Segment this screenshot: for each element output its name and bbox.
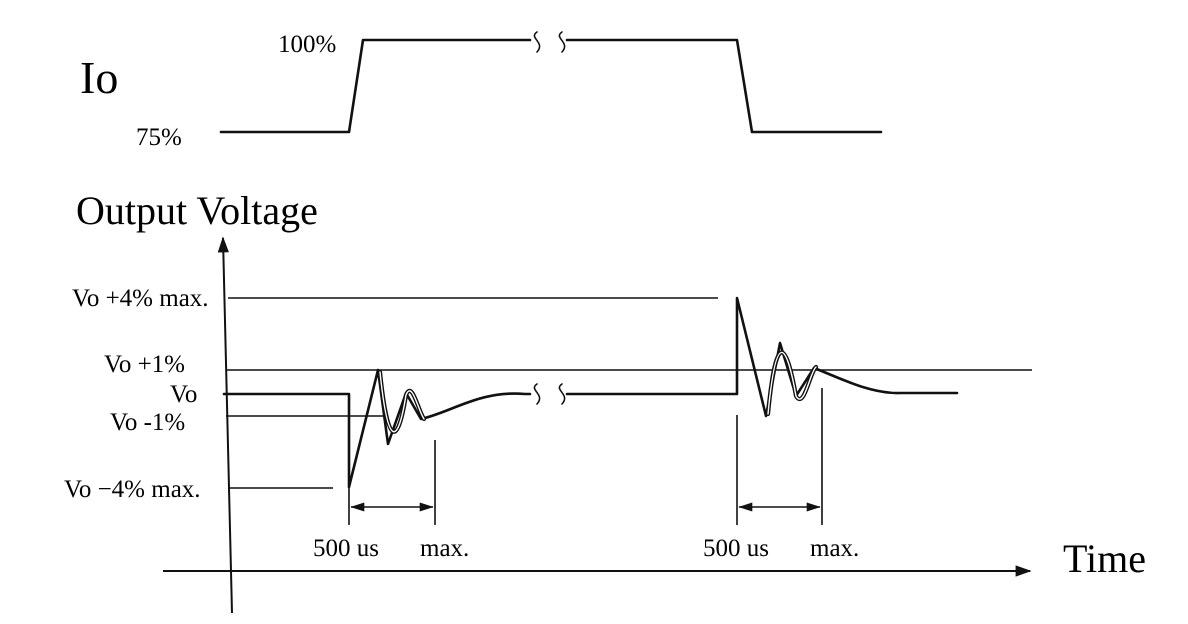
- level-label-plus1: Vo +1%: [104, 351, 185, 378]
- current-waveform-left: [219, 38, 532, 134]
- current-level-low: 75%: [136, 124, 182, 151]
- current-waveform-right: [565, 38, 883, 134]
- current-level-high: 100%: [278, 31, 336, 58]
- voltage-break-symbol: [533, 383, 566, 405]
- voltage-axis: [217, 236, 233, 614]
- settling-right-value: 500 us: [703, 535, 769, 562]
- settling-left-suffix: max.: [420, 535, 469, 562]
- current-break-symbol: [533, 31, 566, 53]
- voltage-axis-title: Output Voltage: [76, 188, 318, 233]
- level-label-nominal: Vo: [170, 381, 197, 408]
- voltage-waveform-left: [222, 368, 532, 489]
- settling-left-value: 500 us: [313, 535, 379, 562]
- level-label-minus4: Vo −4% max.: [64, 476, 201, 503]
- settling-right-suffix: max.: [810, 535, 859, 562]
- current-symbol: Io: [80, 52, 118, 103]
- level-label-plus4: Vo +4% max.: [72, 285, 209, 312]
- level-label-minus1: Vo -1%: [110, 409, 185, 436]
- time-axis-label: Time: [1063, 536, 1146, 581]
- voltage-waveform-right: [565, 296, 959, 418]
